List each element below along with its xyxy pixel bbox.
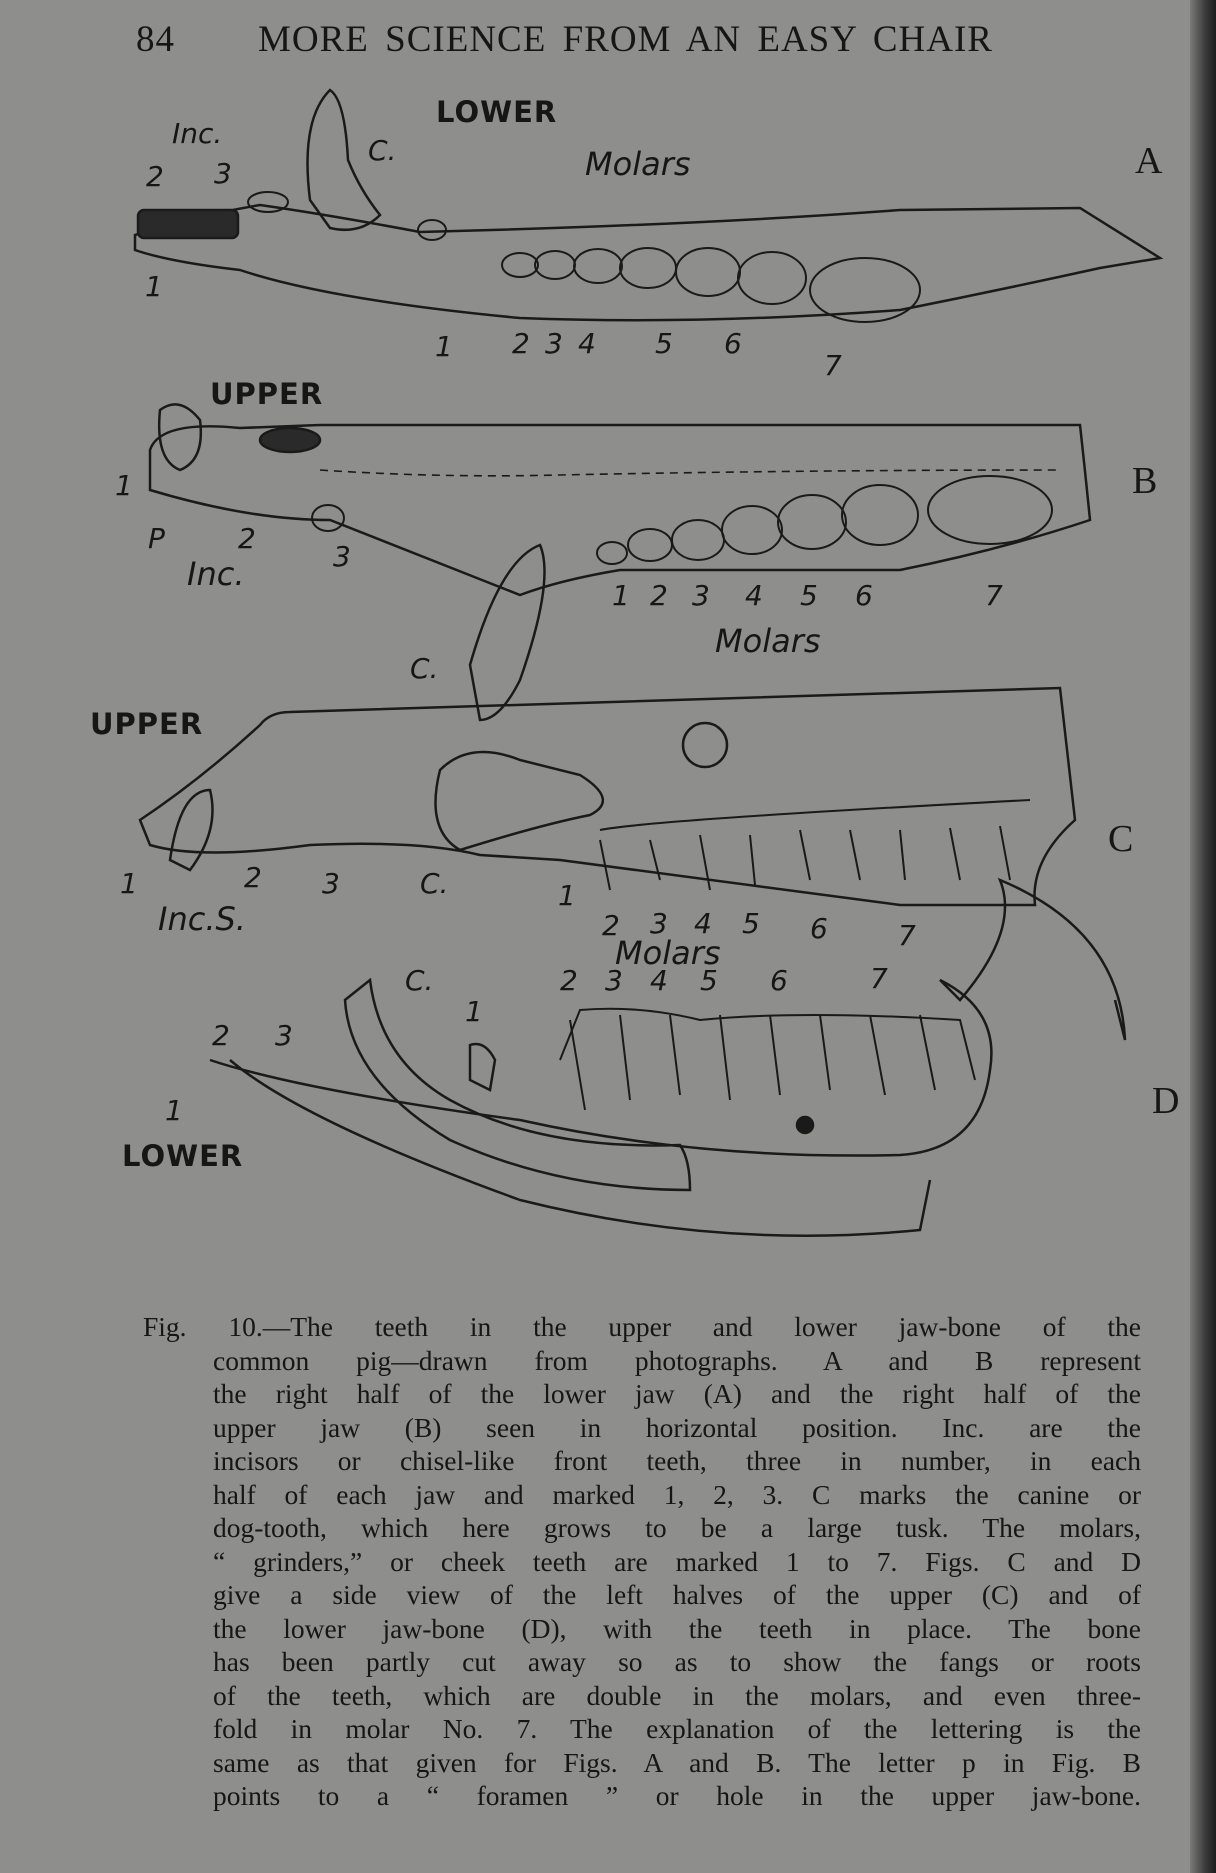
label-a-m2: 2 bbox=[512, 327, 530, 360]
caption-line: upper jaw (B) seen in horizontal positio… bbox=[213, 1411, 1141, 1443]
panel-letter-d: D bbox=[1152, 1080, 1180, 1122]
label-b-m6: 6 bbox=[855, 579, 873, 612]
caption-line: half of each jaw and marked 1, 2, 3. C m… bbox=[213, 1478, 1141, 1510]
label-d-m4: 4 bbox=[650, 964, 668, 997]
label-a-1: 1 bbox=[145, 270, 163, 303]
pig-jaw-illustration bbox=[133, 88, 1164, 1237]
caption-line: the right half of the lower jaw (A) and … bbox=[213, 1378, 1141, 1409]
label-a-m6: 6 bbox=[724, 327, 742, 360]
label-a-inc: Inc. bbox=[172, 117, 223, 150]
label-a-m3: 3 bbox=[545, 327, 563, 360]
label-upper-c: UPPER bbox=[90, 707, 204, 741]
label-c-1: 1 bbox=[120, 867, 138, 900]
label-c-canine: C. bbox=[420, 867, 449, 900]
caption-line: Fig. 10.—The teeth in the upper and lowe… bbox=[143, 1311, 1141, 1342]
label-b-3: 3 bbox=[333, 540, 351, 573]
running-title: MORE SCIENCE FROM AN EASY CHAIR bbox=[258, 19, 993, 60]
label-c-m3: 3 bbox=[650, 907, 668, 940]
label-a-m7: 7 bbox=[824, 349, 842, 382]
label-b-1: 1 bbox=[115, 469, 133, 502]
label-b-p: P bbox=[148, 522, 165, 555]
label-c-m7: 7 bbox=[898, 919, 916, 952]
panel-letter-a: A bbox=[1135, 140, 1163, 182]
caption-line: give a side view of the left halves of t… bbox=[213, 1579, 1141, 1610]
label-a-m5: 5 bbox=[655, 327, 673, 360]
label-b-inc: Inc. bbox=[187, 555, 245, 593]
panel-letter-b: B bbox=[1132, 460, 1158, 502]
label-molars-a: Molars bbox=[585, 145, 691, 183]
label-b-2: 2 bbox=[238, 522, 256, 555]
label-b-m2: 2 bbox=[650, 579, 668, 612]
label-a-canine: C. bbox=[368, 134, 397, 167]
label-d-canine: C. bbox=[405, 964, 434, 997]
label-a-m1: 1 bbox=[435, 330, 453, 363]
caption-line: “ grinders,” or cheek teeth are marked 1… bbox=[213, 1545, 1141, 1577]
label-c-3: 3 bbox=[322, 867, 340, 900]
label-molars-b: Molars bbox=[715, 622, 821, 660]
caption-line: same as that given for Figs. A and B. Th… bbox=[213, 1746, 1141, 1778]
label-d-m6: 6 bbox=[770, 964, 788, 997]
label-c-m4: 4 bbox=[694, 907, 712, 940]
caption-line: common pig—drawn from photographs. A and… bbox=[213, 1344, 1141, 1376]
label-b-m5: 5 bbox=[800, 579, 818, 612]
label-a-2: 2 bbox=[146, 160, 164, 193]
caption-line: has been partly cut away so as to show t… bbox=[213, 1646, 1141, 1677]
label-d-m1: 1 bbox=[465, 995, 483, 1028]
page-number: 84 bbox=[136, 19, 175, 60]
label-c-m1: 1 bbox=[558, 879, 576, 912]
label-d-m3: 3 bbox=[605, 964, 623, 997]
label-d-3: 3 bbox=[275, 1019, 293, 1052]
figure-d-lower-jaw bbox=[209, 877, 1127, 1237]
label-a-m4: 4 bbox=[578, 327, 596, 360]
label-b-m4: 4 bbox=[745, 579, 763, 612]
figure-caption: Fig. 10.—The teeth in the upper and lowe… bbox=[143, 1310, 1141, 1813]
label-d-m5: 5 bbox=[700, 964, 718, 997]
label-d-m7: 7 bbox=[870, 962, 888, 995]
label-b-m1: 1 bbox=[612, 579, 630, 612]
label-c-m6: 6 bbox=[810, 912, 828, 945]
label-b-m3: 3 bbox=[692, 579, 710, 612]
caption-line: of the teeth, which are double in the mo… bbox=[213, 1679, 1141, 1711]
book-binding-edge bbox=[1190, 0, 1216, 1873]
caption-line: the lower jaw-bone (D), with the teeth i… bbox=[213, 1612, 1141, 1644]
label-b-canine: C. bbox=[410, 652, 439, 685]
label-b-m7: 7 bbox=[985, 579, 1003, 612]
panel-letter-c: C bbox=[1108, 818, 1134, 860]
label-d-m2: 2 bbox=[560, 964, 578, 997]
label-lower-d: LOWER bbox=[122, 1139, 244, 1173]
label-a-3: 3 bbox=[214, 157, 232, 190]
label-c-2: 2 bbox=[244, 861, 262, 894]
label-molars-c: Molars bbox=[615, 934, 721, 972]
caption-line: incisors or chisel-like front teeth, thr… bbox=[213, 1445, 1141, 1476]
label-c-m2: 2 bbox=[602, 909, 620, 942]
caption-line: dog-tooth, which here grows to be a larg… bbox=[213, 1512, 1141, 1543]
label-c-inc: Inc.S. bbox=[158, 900, 246, 938]
label-lower-a: LOWER bbox=[436, 95, 558, 129]
figure-c-upper-jaw bbox=[138, 543, 1077, 907]
label-d-1: 1 bbox=[165, 1094, 183, 1127]
label-d-2: 2 bbox=[212, 1019, 230, 1052]
label-c-m5: 5 bbox=[742, 907, 760, 940]
figure-b-upper-jaw bbox=[148, 403, 1092, 597]
figure-a-lower-jaw bbox=[133, 88, 1164, 323]
label-upper-b: UPPER bbox=[210, 377, 324, 411]
caption-line: fold in molar No. 7. The explanation of … bbox=[213, 1713, 1141, 1744]
caption-line: points to a “ foramen ” or hole in the u… bbox=[213, 1780, 1141, 1811]
